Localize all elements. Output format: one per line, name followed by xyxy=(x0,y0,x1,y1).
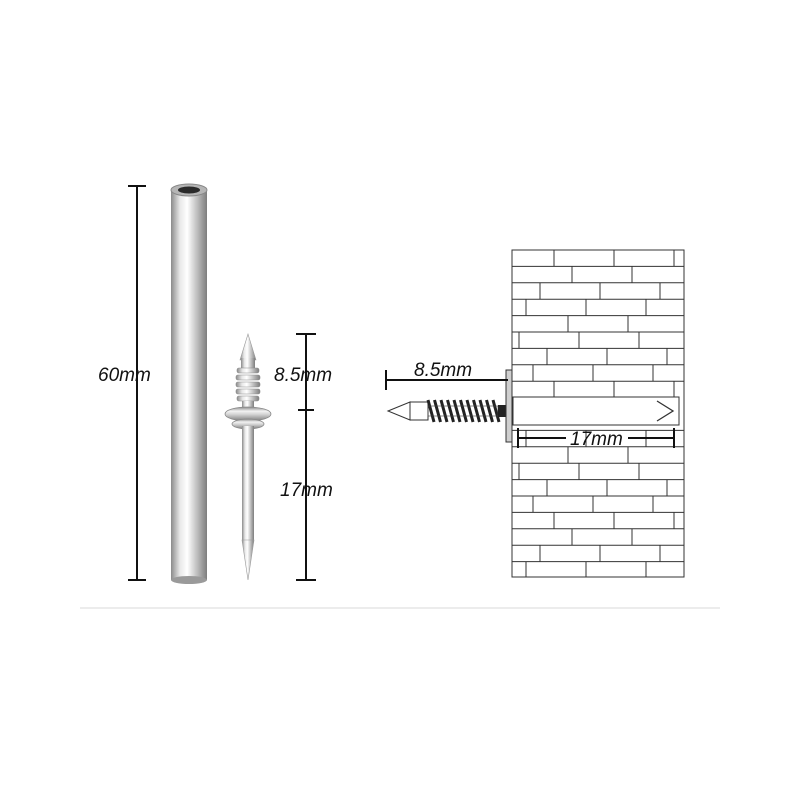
tube-length-label: 60mm xyxy=(98,365,151,386)
nail-shank-length-label: 17mm xyxy=(280,480,333,501)
screw-dimension-line xyxy=(385,370,508,390)
screw-length-label: 8.5mm xyxy=(414,360,473,381)
screw-thread xyxy=(426,399,501,423)
nail-head-length-label: 8.5mm xyxy=(274,365,333,386)
nail-thread xyxy=(235,367,261,402)
nail-dimension-line xyxy=(296,333,316,581)
wall-bore-hole xyxy=(512,396,680,426)
embed-depth-label: 17mm xyxy=(570,429,623,450)
screw-horizontal xyxy=(386,369,513,443)
nail-vertical xyxy=(224,332,272,581)
embed-dimension-line xyxy=(517,428,675,448)
tube-dimension-line xyxy=(128,185,146,581)
steel-tube xyxy=(170,183,208,584)
